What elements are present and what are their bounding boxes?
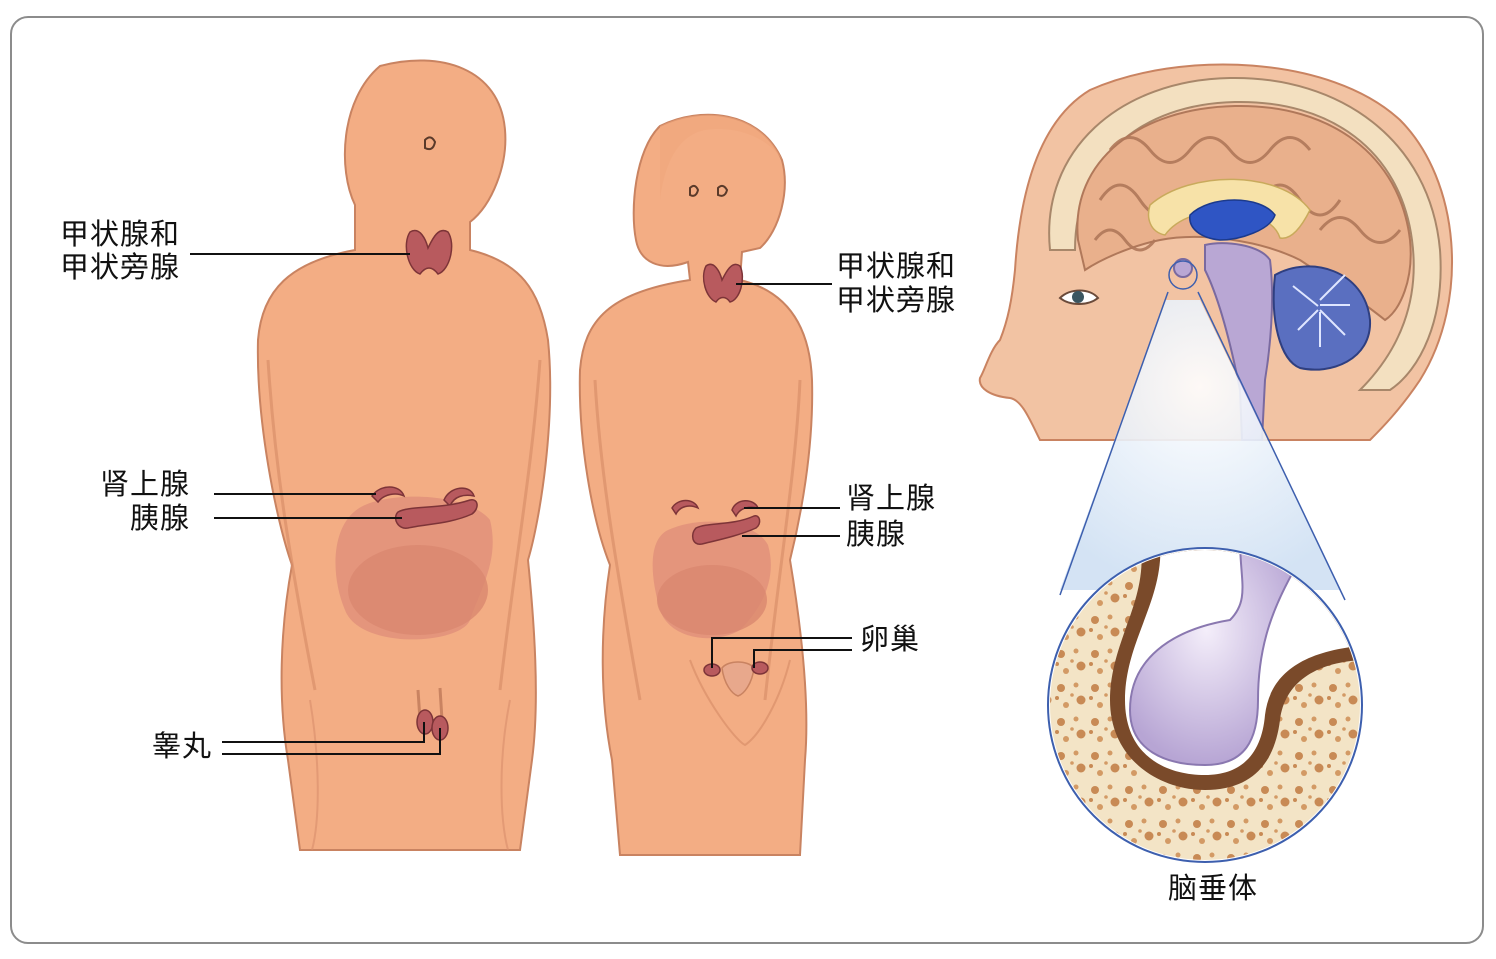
- male-figure: [256, 59, 552, 851]
- female-figure: [578, 113, 814, 856]
- head-cross-section: [978, 63, 1453, 441]
- female-pancreas-icon: [691, 515, 761, 545]
- cerebellum: [1272, 265, 1372, 371]
- male-pancreas-icon: [394, 499, 478, 529]
- male-pancreas-label: 胰腺: [130, 501, 191, 535]
- male-body: [256, 59, 552, 851]
- female-ear-right-icon: [717, 184, 729, 197]
- leader-lines: [190, 253, 852, 755]
- female-adrenal-left-icon: [671, 499, 700, 516]
- female-ovary-right-icon: [751, 661, 769, 675]
- female-thyroid-label-line1: 甲状腺和: [836, 249, 957, 283]
- male-thyroid-icon: [405, 229, 453, 275]
- brain-stem: [1204, 242, 1274, 441]
- female-pancreas-label: 胰腺: [846, 517, 907, 551]
- pituitary-label: 脑垂体: [1168, 871, 1259, 905]
- female-body: [578, 113, 814, 856]
- male-adrenal-left-icon: [371, 486, 406, 504]
- female-thyroid-icon: [702, 263, 744, 303]
- zoom-cone: [1060, 300, 1340, 590]
- male-thyroid-label-line1: 甲状腺和: [60, 217, 181, 251]
- skull: [1048, 76, 1442, 391]
- male-ear-icon: [424, 136, 437, 151]
- female-ear-left-icon: [689, 184, 700, 197]
- testes-label: 睾丸: [152, 729, 213, 763]
- ovaries-label: 卵巢: [860, 622, 921, 656]
- pituitary-icon: [1173, 258, 1193, 278]
- female-adrenal-label: 肾上腺: [846, 481, 937, 515]
- female-thyroid-label-line2: 甲状旁腺: [836, 283, 957, 317]
- male-thyroid-label-line2: 甲状旁腺: [60, 250, 181, 284]
- female-hair: [660, 114, 782, 200]
- male-adrenal-right-icon: [443, 487, 476, 508]
- ventricle: [1189, 199, 1276, 241]
- male-adrenal-label: 肾上腺: [100, 467, 191, 501]
- uterus-icon: [721, 661, 755, 697]
- pituitary-magnified: [1047, 547, 1363, 863]
